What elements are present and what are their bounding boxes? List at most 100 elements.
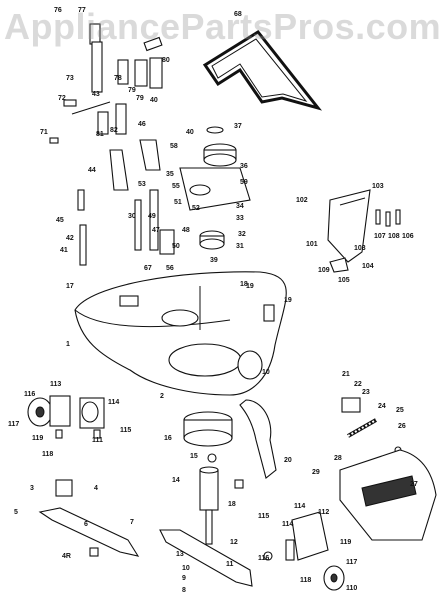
callout-c79a: 79 bbox=[128, 87, 136, 94]
callout-c23: 23 bbox=[362, 389, 370, 396]
callout-c119b: 119 bbox=[340, 539, 351, 546]
gauge-wheel-assembly bbox=[263, 511, 345, 591]
blade-nut bbox=[89, 547, 99, 557]
callout-c73: 73 bbox=[66, 75, 74, 82]
belt-cover-label bbox=[361, 475, 417, 507]
callout-c118a: 118 bbox=[42, 451, 53, 458]
callout-c46: 46 bbox=[138, 121, 146, 128]
callout-c104: 104 bbox=[362, 263, 374, 270]
callout-c27: 27 bbox=[410, 481, 418, 488]
center-blade bbox=[159, 529, 253, 587]
callout-c21: 21 bbox=[342, 371, 350, 378]
callout-c26: 26 bbox=[398, 423, 406, 430]
callout-c40b: 40 bbox=[186, 129, 194, 136]
callout-c110: 110 bbox=[346, 585, 357, 592]
callout-c43: 43 bbox=[92, 91, 100, 98]
callout-c116a: 116 bbox=[24, 391, 35, 398]
callout-c36: 36 bbox=[240, 163, 248, 170]
callout-c44: 44 bbox=[88, 167, 96, 174]
callout-c12: 12 bbox=[230, 539, 238, 546]
callout-c103b: 103 bbox=[354, 245, 366, 252]
callout-c2: 2 bbox=[160, 393, 164, 400]
callout-c81: 81 bbox=[96, 131, 104, 138]
callout-c14: 14 bbox=[172, 477, 180, 484]
callout-c72: 72 bbox=[58, 95, 66, 102]
mower-deck-housing bbox=[74, 271, 287, 396]
callout-c19a: 19 bbox=[246, 283, 254, 290]
callout-c51: 51 bbox=[174, 199, 182, 206]
callout-c68: 68 bbox=[234, 11, 242, 18]
callout-c9: 9 bbox=[182, 575, 186, 582]
left-lift-link-assembly bbox=[27, 395, 105, 439]
callout-c34: 34 bbox=[236, 203, 244, 210]
callout-c117a: 117 bbox=[8, 421, 19, 428]
callout-c35: 35 bbox=[166, 171, 174, 178]
callout-c114b: 114 bbox=[294, 503, 305, 510]
callout-c106: 106 bbox=[402, 233, 414, 240]
callout-c20: 20 bbox=[284, 457, 292, 464]
left-blade bbox=[38, 507, 140, 557]
callout-c115b: 115 bbox=[258, 513, 269, 520]
callout-c67: 67 bbox=[144, 265, 152, 272]
callout-c29: 29 bbox=[312, 469, 320, 476]
left-spindle-housing bbox=[55, 479, 73, 497]
callout-c10b: 10 bbox=[182, 565, 190, 572]
callout-c11: 11 bbox=[226, 561, 234, 568]
callout-c101: 101 bbox=[306, 241, 318, 248]
callout-c114a: 114 bbox=[108, 399, 119, 406]
callout-c114c: 114 bbox=[282, 521, 293, 528]
callout-c105: 105 bbox=[338, 277, 350, 284]
callout-c80: 80 bbox=[162, 57, 170, 64]
callout-c31: 31 bbox=[236, 243, 244, 250]
belt-guard-assembly bbox=[327, 189, 401, 273]
drive-belt-inner bbox=[211, 38, 308, 102]
callout-c55: 55 bbox=[172, 183, 180, 190]
callout-c28: 28 bbox=[334, 455, 342, 462]
callout-c32: 32 bbox=[238, 231, 246, 238]
callout-c53: 53 bbox=[138, 181, 146, 188]
callout-c107: 107 bbox=[374, 233, 386, 240]
callout-c115a: 115 bbox=[120, 427, 131, 434]
callout-c40a: 40 bbox=[150, 97, 158, 104]
callout-c15: 15 bbox=[190, 453, 198, 460]
callout-c52: 52 bbox=[192, 205, 200, 212]
callout-c6: 6 bbox=[84, 521, 88, 528]
callout-c47: 47 bbox=[152, 227, 160, 234]
callout-c111: 111 bbox=[92, 437, 103, 444]
callout-c109: 109 bbox=[318, 267, 330, 274]
callout-c112: 112 bbox=[318, 509, 329, 516]
callout-c18b: 18 bbox=[228, 501, 236, 508]
callout-c119a: 119 bbox=[32, 435, 43, 442]
idler-pulley-stack bbox=[77, 126, 251, 266]
callout-c118b: 118 bbox=[300, 577, 311, 584]
callout-c7: 7 bbox=[130, 519, 134, 526]
callout-c16: 16 bbox=[164, 435, 172, 442]
callout-c116b: 116 bbox=[258, 555, 269, 562]
callout-c77: 77 bbox=[78, 7, 86, 14]
pivot-bracket-group bbox=[49, 23, 163, 191]
callout-c5: 5 bbox=[14, 509, 18, 516]
callout-c50: 50 bbox=[172, 243, 180, 250]
callout-c4r: 4R bbox=[62, 553, 71, 560]
spindle-assembly bbox=[183, 399, 277, 545]
callout-c17: 17 bbox=[66, 283, 74, 290]
callout-c13: 13 bbox=[176, 551, 184, 558]
callout-c39: 39 bbox=[210, 257, 218, 264]
callout-c8: 8 bbox=[182, 587, 186, 594]
callout-c37: 37 bbox=[234, 123, 242, 130]
callout-c18a: 18 bbox=[240, 281, 248, 288]
callout-c22: 22 bbox=[354, 381, 362, 388]
callout-c78: 78 bbox=[114, 75, 122, 82]
callout-c79b: 79 bbox=[136, 95, 144, 102]
callout-c58: 58 bbox=[170, 143, 178, 150]
callout-c42: 42 bbox=[66, 235, 74, 242]
callout-c48: 48 bbox=[182, 227, 190, 234]
callout-c24: 24 bbox=[378, 403, 386, 410]
callout-c56: 56 bbox=[166, 265, 174, 272]
callout-c71: 71 bbox=[40, 129, 48, 136]
callout-c49: 49 bbox=[148, 213, 156, 220]
callout-c4: 4 bbox=[94, 485, 98, 492]
